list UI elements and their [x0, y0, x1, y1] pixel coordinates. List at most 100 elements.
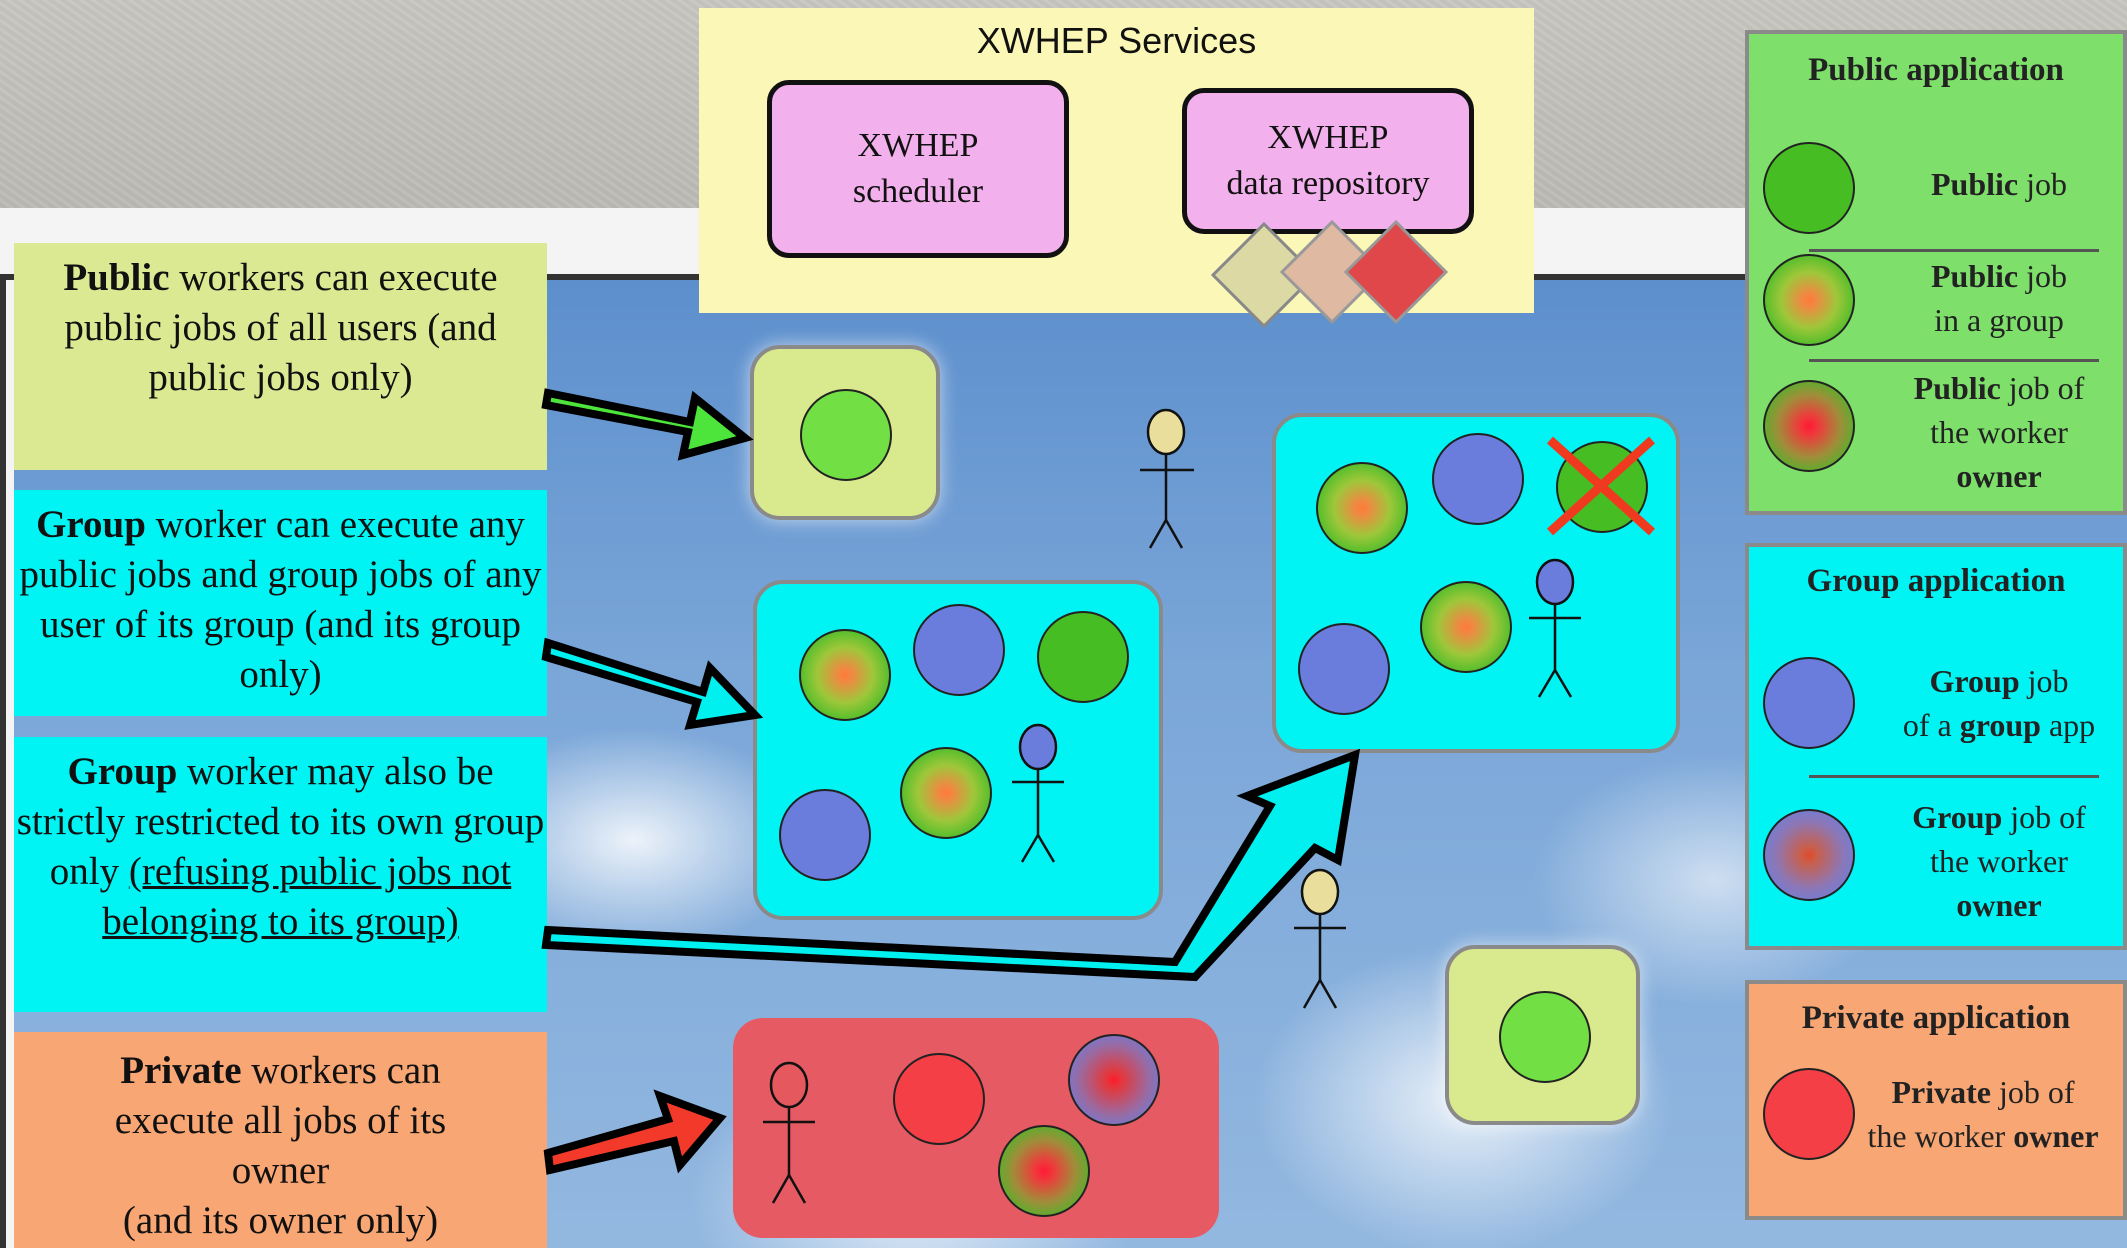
- legend-group-job-line2-bold: group: [1959, 707, 2041, 743]
- note-private-workers: Private workers can execute all jobs of …: [14, 1032, 547, 1248]
- arrow-icon: [541, 748, 1361, 982]
- legend-public-owner-job-label: Public job of the worker owner: [1879, 366, 2119, 498]
- legend-public-owner-job-circle: [1763, 380, 1855, 472]
- legend-group-separator: [1809, 775, 2099, 778]
- services-title: XWHEP Services: [976, 20, 1257, 61]
- legend-public-group-job-label: Public job in a group: [1879, 254, 2119, 342]
- note-group-strict-text: worker may also be strictly restricted t…: [16, 750, 545, 893]
- legend-group-job-line2-pre: of a: [1902, 707, 1960, 743]
- legend-public-title: Public application: [1808, 52, 2064, 88]
- legend-group-owner-line2: the worker: [1930, 843, 2068, 879]
- person-icon: [1012, 723, 1064, 863]
- legend-public-group-job-circle: [1763, 254, 1855, 346]
- person-icon: [763, 1061, 815, 1204]
- public-owner-job-circle: [998, 1125, 1090, 1217]
- legend-group-owner-job-label: Group job of the worker owner: [1869, 795, 2127, 927]
- note-group-text: worker can execute any public jobs and g…: [19, 503, 542, 696]
- public-group-job-circle: [1316, 462, 1408, 554]
- legend-public-group-text: job: [2018, 258, 2067, 294]
- arrow-icon: [543, 1089, 727, 1175]
- legend-private-title: Private application: [1801, 1000, 2071, 1036]
- public-worker-bottom: [1445, 945, 1640, 1125]
- person-icon: [1294, 868, 1346, 1009]
- scheduler-box: XWHEP scheduler: [767, 80, 1069, 258]
- legend-public-owner-line3: owner: [1956, 458, 2042, 494]
- note-public-bold: Public: [63, 256, 170, 299]
- group-job-circle: [1298, 623, 1390, 715]
- legend-private-job-line2-bold: owner: [2013, 1118, 2099, 1154]
- legend-private-job-circle: [1763, 1068, 1855, 1160]
- legend-group-job-line2-post: app: [2040, 707, 2096, 743]
- group-job-circle: [913, 604, 1005, 696]
- private-job-circle: [893, 1053, 985, 1145]
- note-private-line3: owner: [231, 1149, 330, 1192]
- legend-private-job-line2-pre: the worker: [1867, 1118, 2014, 1154]
- arrow-icon: [541, 637, 764, 730]
- xwhep-services-panel: XWHEP Services XWHEP scheduler XWHEP dat…: [699, 8, 1534, 313]
- note-group-bold: Group: [36, 503, 146, 546]
- legend-private-job-bold: Private: [1891, 1074, 1991, 1110]
- legend-group-job-text: job: [2019, 663, 2069, 699]
- data-diamond-icon: [1343, 219, 1449, 325]
- public-group-job-circle: [799, 629, 891, 721]
- legend-group-title: Group application: [1806, 563, 2066, 599]
- legend-group-job-bold: Group: [1929, 663, 2020, 699]
- public-job-circle: [1037, 611, 1129, 703]
- legend-public-job-text: job: [2018, 166, 2067, 202]
- legend-public-owner-line2: the worker: [1930, 414, 2068, 450]
- note-private-line2: execute all jobs of its: [114, 1099, 447, 1142]
- note-public-workers: Public workers can execute public jobs o…: [14, 243, 547, 470]
- note-group-strict-underlined: (refusing public jobs not belonging to i…: [102, 850, 512, 943]
- person-icon: [1529, 558, 1581, 698]
- public-job-circle: [800, 389, 892, 481]
- legend-group-job-circle: [1763, 657, 1855, 749]
- group-worker-main: [753, 580, 1163, 920]
- legend-public-job-bold: Public: [1930, 166, 2019, 202]
- legend-public-separator-1: [1809, 249, 2099, 252]
- legend-public-group-line2: in a group: [1934, 302, 2064, 338]
- group-job-circle: [1432, 433, 1524, 525]
- legend-public-owner-bold: Public: [1913, 370, 2001, 406]
- public-job-circle: [1499, 991, 1591, 1083]
- private-worker: [733, 1018, 1219, 1238]
- note-group-strict: Group worker may also be strictly restri…: [14, 737, 547, 1012]
- legend-public-separator-2: [1809, 359, 2099, 362]
- public-group-job-circle: [1420, 581, 1512, 673]
- scheduler-label-line2: scheduler: [852, 173, 984, 210]
- legend-group-owner-bold: Group: [1912, 799, 2003, 835]
- cross-icon: [1546, 436, 1656, 536]
- legend-group-application: Group application Group job of a group a…: [1745, 543, 2127, 950]
- data-repository-box: XWHEP data repository: [1182, 88, 1474, 234]
- group-worker-strict: [1272, 413, 1680, 753]
- legend-group-owner-line3: owner: [1956, 887, 2042, 923]
- legend-public-application: Public application Public job Public job…: [1745, 30, 2127, 515]
- public-worker-top: [750, 345, 940, 520]
- legend-group-owner-text: job of: [2002, 799, 2086, 835]
- person-icon: [1140, 408, 1194, 549]
- legend-group-job-label: Group job of a group app: [1869, 659, 2127, 747]
- arrow-icon: [541, 388, 754, 461]
- frame-left-border: [0, 274, 6, 1248]
- legend-private-application: Private application Private job of the w…: [1745, 980, 2127, 1220]
- legend-public-group-bold: Public: [1930, 258, 2019, 294]
- legend-public-owner-text: job of: [2000, 370, 2085, 406]
- legend-public-job-circle: [1763, 142, 1855, 234]
- legend-private-job-label: Private job of the worker owner: [1835, 1070, 2127, 1158]
- group-job-circle: [779, 789, 871, 881]
- note-private-line1: workers can: [241, 1049, 441, 1092]
- note-group-workers: Group worker can execute any public jobs…: [14, 490, 547, 716]
- legend-public-job-label: Public job: [1879, 162, 2119, 206]
- public-group-job-circle: [900, 747, 992, 839]
- note-private-bold: Private: [120, 1049, 242, 1092]
- legend-private-job-text: job of: [1990, 1074, 2075, 1110]
- legend-group-owner-job-circle: [1763, 809, 1855, 901]
- note-public-text: workers can execute public jobs of all u…: [64, 256, 498, 399]
- note-private-line4: (and its owner only): [122, 1199, 439, 1242]
- scheduler-label-line1: XWHEP: [857, 127, 979, 164]
- repository-label-line2: data repository: [1226, 165, 1430, 202]
- repository-label-line1: XWHEP: [1267, 119, 1389, 156]
- private-group-job-circle: [1068, 1034, 1160, 1126]
- note-group-strict-bold: Group: [67, 750, 178, 793]
